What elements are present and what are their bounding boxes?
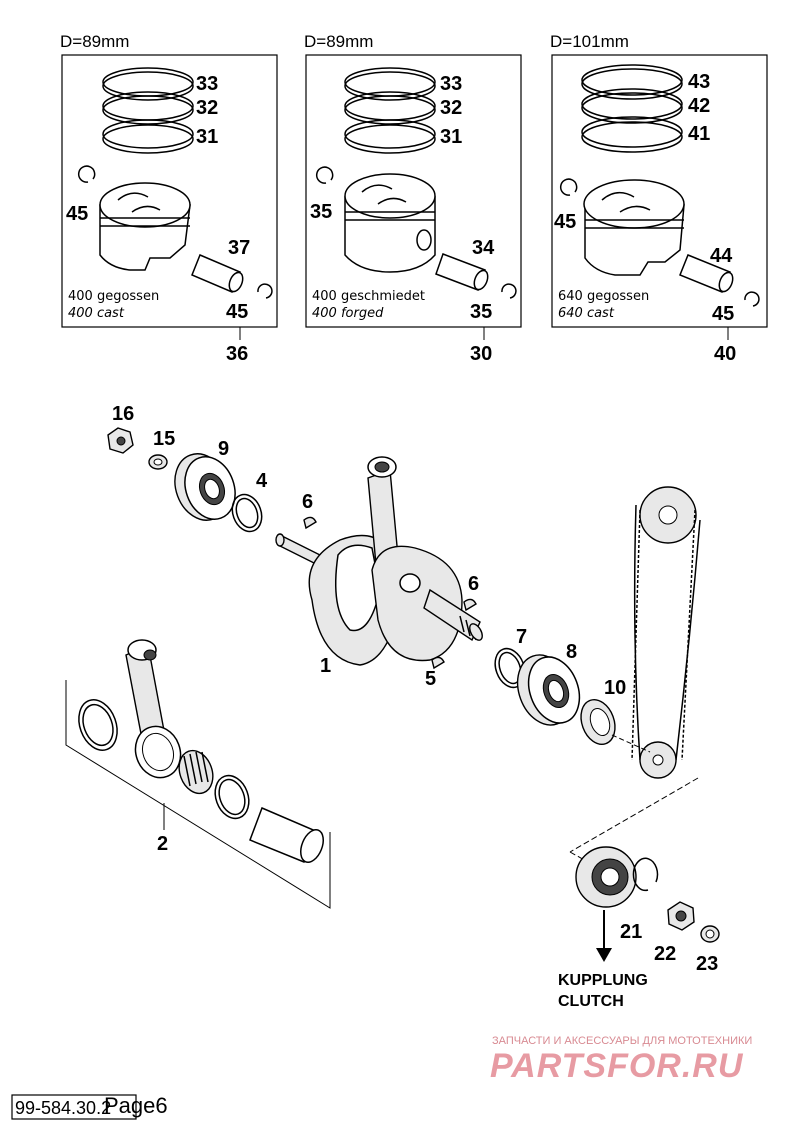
guide-lines xyxy=(569,777,699,863)
arrow-down-icon xyxy=(596,910,612,962)
circlip xyxy=(315,166,334,184)
footer-code-box xyxy=(11,1094,137,1120)
watermark-logo: PARTSFOR.RU xyxy=(490,1047,744,1085)
watermark-tagline: ЗАПЧАСТИ И АКСЕССУАРЫ ДЛЯ МОТОТЕХНИКИ xyxy=(492,1035,752,1047)
primary-gear xyxy=(575,846,637,908)
callout-2: 2 xyxy=(157,833,168,855)
callout-15: 15 xyxy=(153,428,175,450)
washer xyxy=(700,925,720,943)
clutch-label-de: KUPPLUNG xyxy=(558,972,648,989)
callout-circlip: 45 xyxy=(66,203,88,225)
piston-pin xyxy=(435,253,489,291)
callout-ring-top: 43 xyxy=(688,71,710,93)
panel-frame xyxy=(551,54,768,328)
panel-frame xyxy=(61,54,278,328)
timing-chain xyxy=(611,486,701,779)
callout-piston-pin: 37 xyxy=(228,237,250,259)
piston-pin xyxy=(191,254,244,293)
ball-bearing xyxy=(174,453,236,521)
nut xyxy=(107,427,134,454)
callout-circlip: 35 xyxy=(310,201,332,223)
circlip xyxy=(501,283,517,299)
panel-diameter: D=89mm xyxy=(60,32,129,51)
woodruff-key xyxy=(463,598,477,612)
piston-panel-640-cast: D=101mm 43 42 41 45 44 45 640 gegossen 6… xyxy=(550,32,768,365)
callout-circlip-2: 45 xyxy=(226,301,248,323)
callout-16: 16 xyxy=(112,403,134,425)
callout-piston-pin: 44 xyxy=(710,245,733,267)
callout-ring-mid: 32 xyxy=(196,97,218,119)
connecting-rod-set xyxy=(65,639,331,909)
circlip xyxy=(77,165,96,183)
callout-5: 5 xyxy=(425,668,436,690)
callout-6a: 6 xyxy=(302,491,313,513)
crankshaft xyxy=(275,456,483,666)
callout-1: 1 xyxy=(320,655,331,677)
callout-23: 23 xyxy=(696,953,718,975)
callout-10: 10 xyxy=(604,677,626,699)
piston-rings xyxy=(344,67,436,154)
ball-bearing xyxy=(516,654,581,726)
piston-rings xyxy=(102,67,194,154)
callout-assembly: 30 xyxy=(470,343,492,365)
callout-circlip-2: 45 xyxy=(712,303,734,325)
callout-21: 21 xyxy=(620,921,642,943)
callout-ring-mid: 32 xyxy=(440,97,462,119)
caption-de: 400 geschmiedet xyxy=(312,289,425,304)
page-number: Page6 xyxy=(104,1093,168,1118)
callout-assembly: 36 xyxy=(226,343,248,365)
clutch-label-en: CLUTCH xyxy=(558,993,624,1010)
callout-assembly: 40 xyxy=(714,343,736,365)
footer-code: 99-584.30.2 xyxy=(15,1098,111,1118)
callout-9: 9 xyxy=(218,438,229,460)
callout-6b: 6 xyxy=(468,573,479,595)
callout-ring-top: 33 xyxy=(196,73,218,95)
piston xyxy=(99,182,191,271)
caption-en: 640 cast xyxy=(558,306,615,321)
woodruff-key xyxy=(303,516,317,530)
circlip xyxy=(744,291,760,307)
caption-de: 400 gegossen xyxy=(68,289,159,304)
caption-de: 640 gegossen xyxy=(558,289,649,304)
nut xyxy=(667,901,695,931)
callout-ring-oil: 31 xyxy=(440,126,462,148)
piston-panel-400-cast: D=89mm 33 32 31 45 37 45 400 gegossen 40… xyxy=(60,32,278,365)
piston-pin xyxy=(679,254,734,293)
callout-piston-pin: 34 xyxy=(472,237,495,259)
callout-circlip: 45 xyxy=(554,211,576,233)
oil-seal xyxy=(580,699,616,745)
callout-ring-oil: 41 xyxy=(688,123,710,145)
caption-en: 400 forged xyxy=(312,306,384,321)
panel-diameter: D=89mm xyxy=(304,32,373,51)
shim-washer xyxy=(231,493,263,533)
panel-frame xyxy=(305,54,522,328)
washer xyxy=(148,454,168,470)
callout-ring-mid: 42 xyxy=(688,95,710,117)
piston-panel-400-forged: D=89mm 33 32 31 35 34 35 400 geschmiedet… xyxy=(304,32,522,365)
callout-ring-top: 33 xyxy=(440,73,462,95)
callout-22: 22 xyxy=(654,943,676,965)
callout-4: 4 xyxy=(256,470,268,492)
lock-washer xyxy=(632,857,659,892)
circlip xyxy=(559,178,578,196)
callout-7: 7 xyxy=(516,626,527,648)
woodruff-key xyxy=(431,656,445,670)
callout-8: 8 xyxy=(566,641,577,663)
callout-ring-oil: 31 xyxy=(196,126,218,148)
piston xyxy=(583,179,685,276)
circlip xyxy=(257,283,273,299)
callout-circlip-2: 35 xyxy=(470,301,492,323)
panel-diameter: D=101mm xyxy=(550,32,629,51)
caption-en: 400 cast xyxy=(68,306,125,321)
piston-rings xyxy=(581,64,683,153)
piston xyxy=(344,173,436,273)
